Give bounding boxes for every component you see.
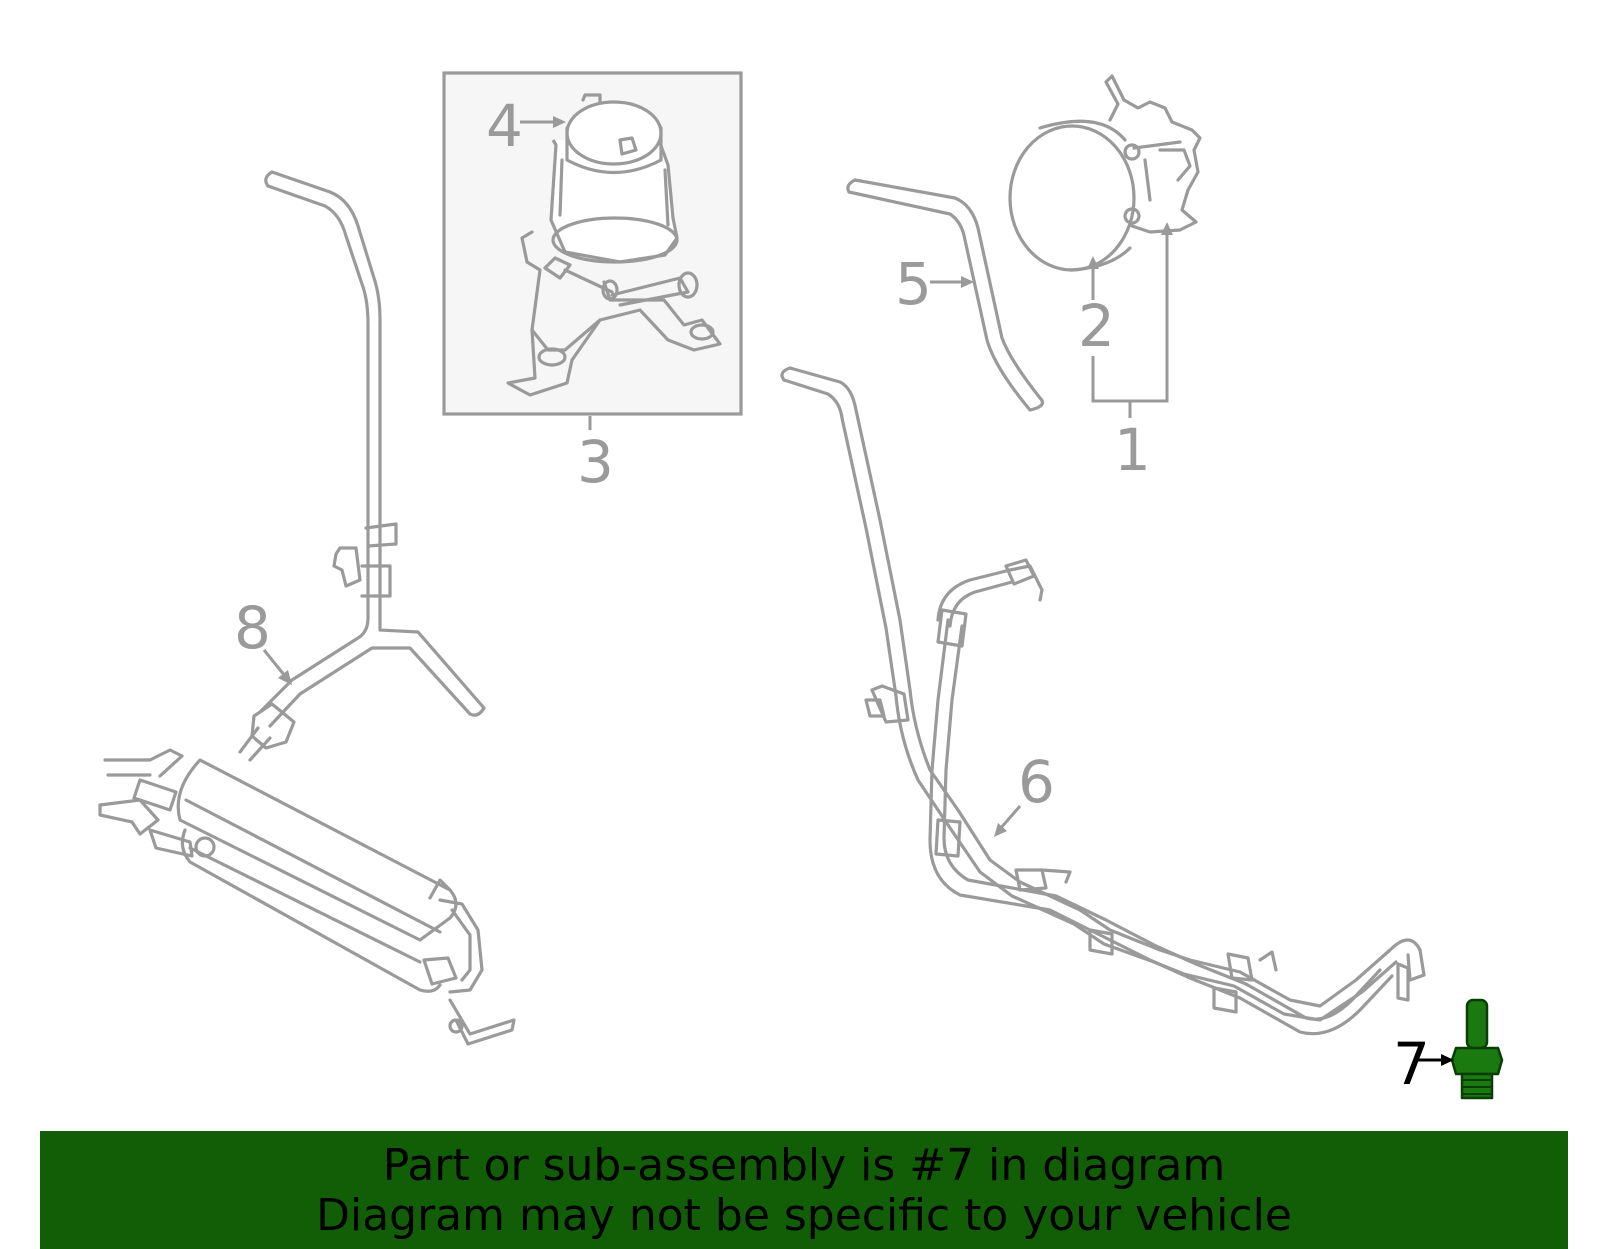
part-5-return-hose[interactable]	[846, 178, 1044, 412]
callout-label: 5	[895, 250, 932, 318]
arrowhead	[278, 670, 292, 685]
arrowhead	[961, 276, 974, 288]
arrowhead	[1441, 1054, 1454, 1066]
callout-label: 4	[486, 92, 523, 160]
callout-label: 1	[1114, 416, 1151, 484]
part-8-cooler-line[interactable]	[238, 170, 486, 762]
callout-label: 3	[577, 428, 614, 496]
banner-line-1: Part or sub-assembly is #7 in diagram	[382, 1140, 1226, 1191]
callout-label: 6	[1018, 748, 1055, 816]
fitting-shank	[1465, 998, 1489, 1050]
callout-leader	[998, 805, 1022, 830]
arrowhead	[1087, 256, 1099, 269]
fitting-hex	[1450, 1046, 1504, 1076]
parts-diagram: 4 3 2 1 5	[98, 71, 1504, 1100]
part-6-pressure-line[interactable]	[780, 366, 1426, 1036]
callout-label: 2	[1078, 292, 1115, 360]
arrowhead	[994, 823, 1007, 837]
banner-line-2: Diagram may not be specific to your vehi…	[316, 1190, 1292, 1241]
part-2-pulley-pump[interactable]	[1008, 74, 1202, 272]
arrowhead	[1161, 222, 1173, 235]
part-3-reservoir-assembly[interactable]	[442, 71, 743, 416]
part-7-fitting-highlighted[interactable]	[1450, 998, 1504, 1100]
arrowhead	[553, 116, 566, 128]
info-banner: Part or sub-assembly is #7 in diagram Di…	[40, 1131, 1568, 1249]
callout-leader	[262, 649, 287, 677]
callout-label-highlighted: 7	[1393, 1030, 1430, 1098]
part-8-oil-cooler[interactable]	[98, 748, 516, 1046]
